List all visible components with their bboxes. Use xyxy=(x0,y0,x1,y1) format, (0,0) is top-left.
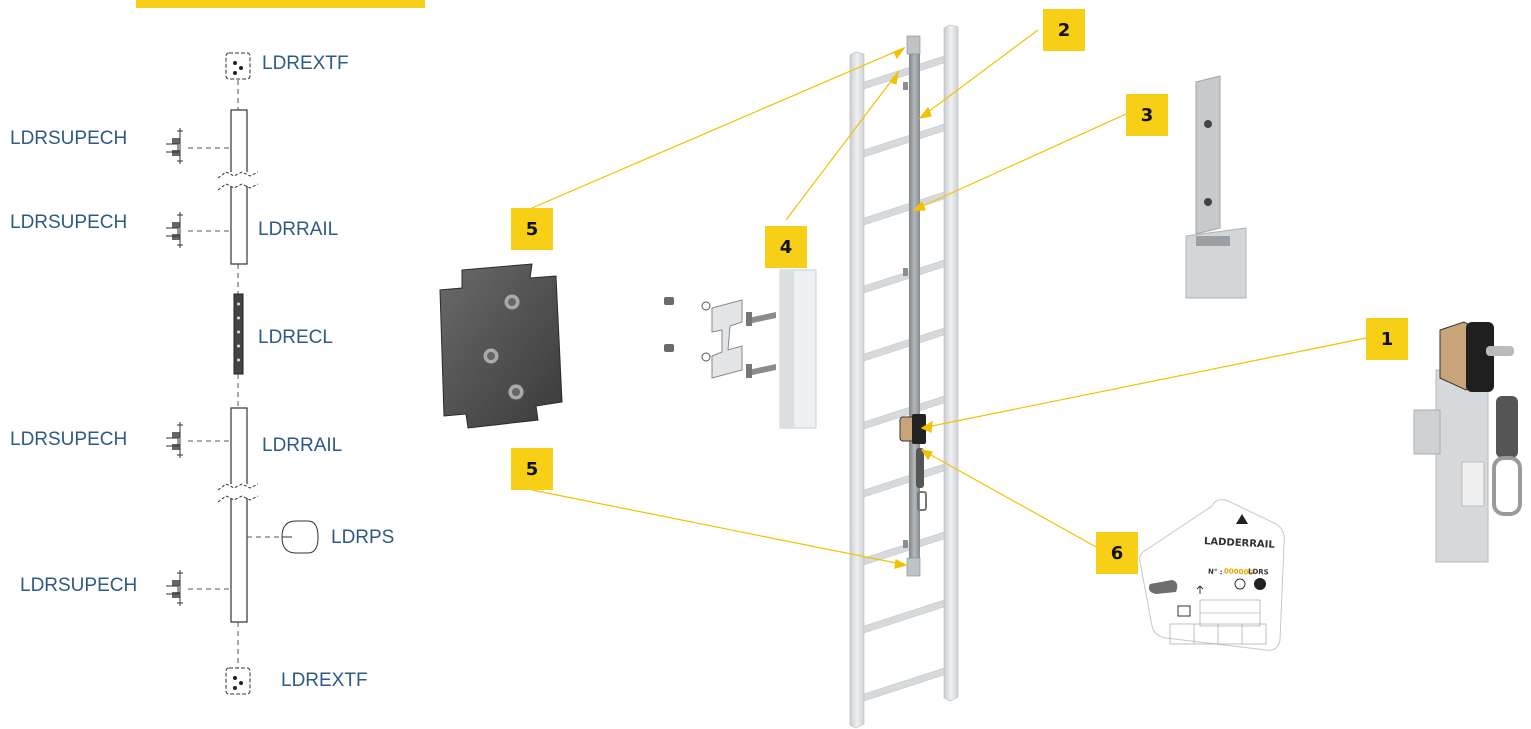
ext-top-symbol xyxy=(226,53,250,79)
rail-segment-2 xyxy=(218,408,258,622)
label-ldrsupech-4: LDRSUPECH xyxy=(20,575,137,597)
ladder-illustration xyxy=(420,0,1531,729)
ps-symbol xyxy=(247,521,318,553)
ext-bottom-symbol xyxy=(226,668,250,694)
label-ldrecl: LDRECL xyxy=(258,327,333,349)
label-ldrextf-top: LDREXTF xyxy=(262,53,349,75)
label-ldrsupech-2: LDRSUPECH xyxy=(10,212,127,234)
schematic-drawing xyxy=(0,0,460,729)
callout-badge-2: 2 xyxy=(1043,9,1085,51)
support-symbol-1 xyxy=(166,128,231,164)
arrester-closeup-detail xyxy=(1414,322,1520,562)
label-ldrsupech-3: LDRSUPECH xyxy=(10,429,127,451)
label-ldrrail-2: LDRRAIL xyxy=(262,435,342,457)
id-plate-serial-prefix: N° : xyxy=(1208,568,1223,577)
support-symbol-4 xyxy=(166,570,231,606)
callout-badge-3: 3 xyxy=(1126,94,1168,136)
callout-badge-1: 1 xyxy=(1366,318,1408,360)
rail-segment-1 xyxy=(218,110,258,264)
bolt-plate-detail xyxy=(440,264,562,428)
support-symbol-3 xyxy=(166,422,231,458)
label-ldrrail-1: LDRRAIL xyxy=(258,219,338,241)
ecl-symbol xyxy=(234,294,243,374)
support-symbol-2 xyxy=(166,212,231,248)
label-ldrextf-bottom: LDREXTF xyxy=(281,670,368,692)
callout-badge-4: 4 xyxy=(765,226,807,268)
id-plate-ref: LDRS xyxy=(1248,567,1269,576)
clamp-parts-detail xyxy=(664,297,776,378)
rail-end-detail xyxy=(1186,76,1246,298)
rail-section-detail xyxy=(780,270,816,428)
callout-badge-6: 6 xyxy=(1096,532,1138,574)
callout-badge-5-top: 5 xyxy=(511,208,553,250)
callout-badge-5-bottom: 5 xyxy=(511,448,553,490)
label-ldrps: LDRPS xyxy=(331,527,394,549)
label-ldrsupech-1: LDRSUPECH xyxy=(10,128,127,150)
ladder-rungs xyxy=(864,56,944,701)
